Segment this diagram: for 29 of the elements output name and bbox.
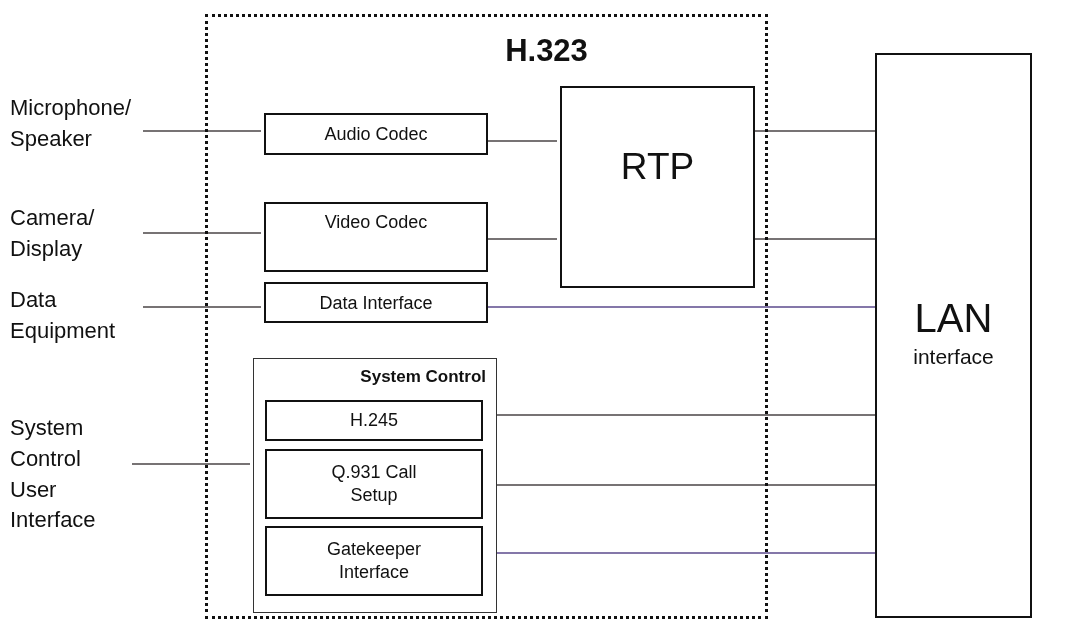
box-label: Data Interface: [318, 292, 434, 313]
box-label: RTP: [619, 146, 696, 189]
box-label: Video Codec: [323, 212, 429, 233]
terminal-label: System Control User Interface: [10, 414, 97, 535]
process-box: [265, 400, 483, 441]
connector-line: [142, 306, 262, 308]
terminal-label: Microphone/ Speaker: [10, 94, 133, 153]
connector-line: [142, 130, 262, 132]
box-label: Gatekeeper Interface: [325, 537, 423, 584]
process-box: [264, 113, 488, 155]
box-label: LAN: [913, 295, 994, 341]
process-box: [875, 53, 1032, 618]
process-box: [264, 202, 488, 272]
process-box: [265, 526, 483, 596]
box-sublabel: interface: [912, 345, 995, 370]
connector-line: [131, 463, 251, 465]
process-box: [264, 282, 488, 323]
process-box: [560, 86, 755, 288]
group-title: System Control: [359, 367, 487, 387]
terminal-label: Camera/ Display: [10, 204, 96, 263]
connector-line: [142, 232, 262, 234]
box-label: H.245: [348, 408, 399, 432]
process-box: [265, 449, 483, 519]
box-label: Audio Codec: [323, 123, 429, 145]
terminal-label: Data Equipment: [10, 286, 117, 345]
group-box: [253, 358, 497, 613]
box-label: Q.931 Call Setup: [330, 460, 418, 507]
group-title: H.323: [504, 33, 589, 69]
system-boundary: [205, 14, 768, 619]
